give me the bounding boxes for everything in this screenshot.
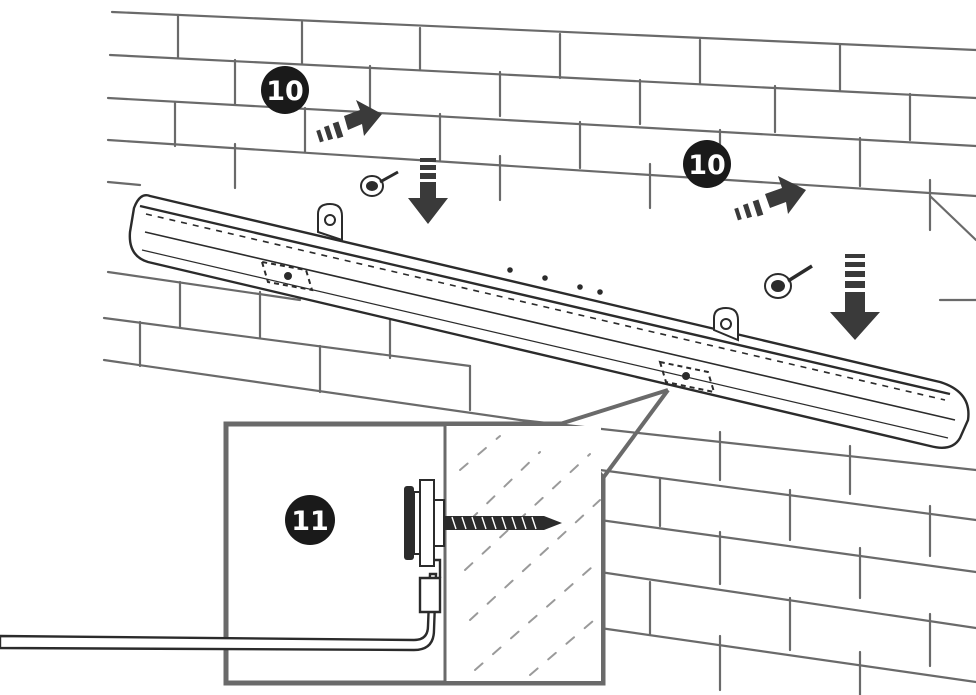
detail-inset: 11 [0, 421, 606, 686]
wall-section [443, 426, 601, 681]
step-label: 11 [291, 506, 329, 537]
step-badge [683, 140, 731, 188]
step-badge [261, 66, 309, 114]
step-10-left: 10 [261, 66, 448, 224]
screw-icon [444, 516, 562, 530]
wall-plug-icon [404, 479, 445, 567]
soundbar [128, 194, 970, 449]
screw-icon [764, 264, 813, 299]
arrow-right-icon [316, 100, 382, 143]
brick-wall [102, 10, 976, 695]
mounting-bracket-icon [260, 202, 343, 292]
arrow-down-icon [830, 254, 880, 340]
mounting-bracket-icon [658, 306, 739, 394]
zoom-callout-lines [559, 388, 670, 480]
step-badge [285, 495, 335, 545]
step-label: 10 [688, 150, 726, 181]
step-10-right: 10 [683, 140, 880, 340]
arrow-down-icon [408, 158, 448, 224]
step-label: 10 [266, 76, 304, 107]
mounting-bracket-icon [0, 558, 442, 652]
arrow-right-icon [734, 176, 806, 221]
screw-icon [360, 170, 399, 197]
